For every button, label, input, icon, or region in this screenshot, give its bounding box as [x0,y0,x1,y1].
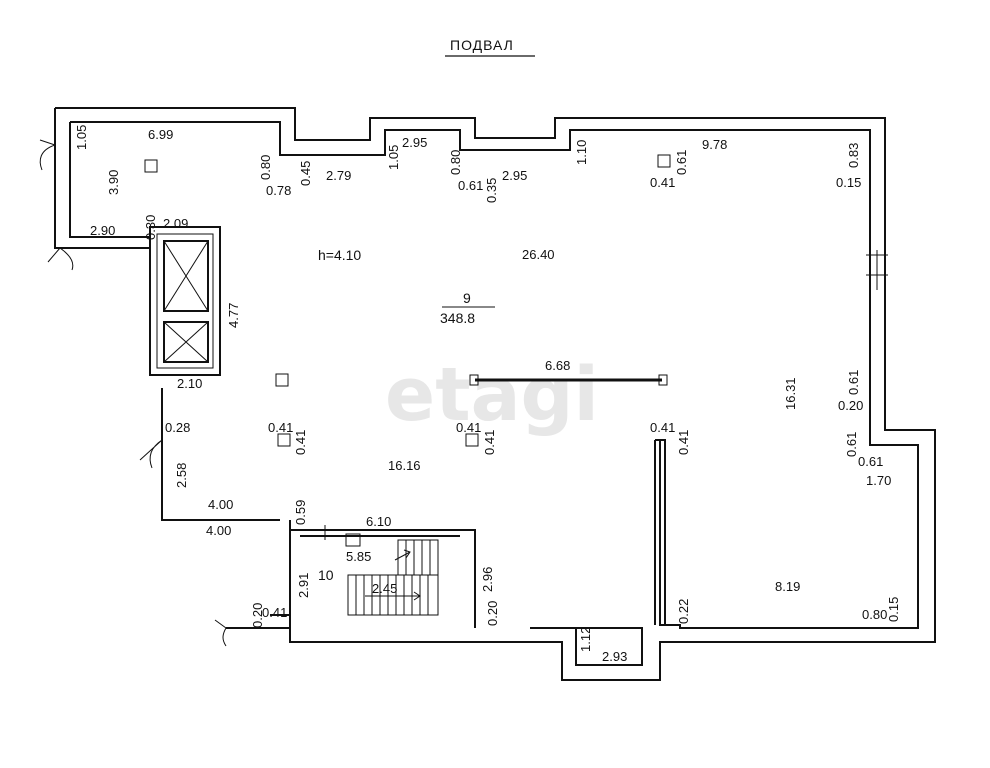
dim-26-40: 26.40 [522,247,555,262]
dim-0-41a: 0.41 [650,175,675,190]
dim-2-91: 2.91 [296,573,311,598]
dim-2-96: 2.96 [480,567,495,592]
stair-arrow-upper [394,549,411,561]
dim-0-80b: 0.80 [448,150,463,175]
dim-2-93: 2.93 [602,649,627,664]
dim-0-45: 0.45 [298,161,313,186]
elevator-cab-2-cross [163,321,209,363]
stair-small-box [345,533,361,547]
dim-0-41h: 0.41 [262,605,287,620]
dim-2-79: 2.79 [326,168,351,183]
door-mid-left [47,247,74,271]
dim-0-41d: 0.41 [456,420,481,435]
window-right [866,250,888,290]
dim-4-00b: 4.00 [206,523,231,538]
elevator-cab-1 [163,240,209,312]
dim-0-83: 0.83 [846,143,861,168]
dim-0-15b: 0.15 [886,597,901,622]
dim-0-59: 0.59 [293,500,308,525]
bottom-left-notch [270,614,291,628]
room-height: h=4.10 [318,247,361,263]
dim-4-00a: 4.00 [208,497,233,512]
watermark: etagi [385,352,599,438]
dim-2-45: 2.45 [372,581,397,596]
room-10-number: 10 [318,567,334,583]
partition-end-right [658,374,668,386]
plan-title: ПОДВАЛ [450,37,514,53]
dim-2-90: 2.90 [90,223,115,238]
dim-0-22: 0.22 [676,599,691,624]
dim-1-70: 1.70 [866,473,891,488]
column-2 [657,154,671,168]
dim-0-20c: 0.20 [485,601,500,626]
dim-0-28: 0.28 [165,420,190,435]
partition-end-left [469,374,479,386]
dim-16-31: 16.31 [783,377,798,410]
dim-6-99: 6.99 [148,127,173,142]
dim-0-41b: 0.41 [268,420,293,435]
dim-0-20b: 0.20 [250,603,265,628]
dim-2-95a: 2.95 [402,135,427,150]
elevator-cab-2 [163,321,209,363]
dim-0-80a: 0.80 [258,155,273,180]
stair-room-wall [289,520,476,628]
dim-2-95b: 2.95 [502,168,527,183]
inner-wall [69,121,919,666]
dim-8-19: 8.19 [775,579,800,594]
dim-0-20a: 0.20 [838,398,863,413]
dim-0-61b: 0.61 [674,150,689,175]
dim-2-58: 2.58 [174,463,189,488]
dim-3-90: 3.90 [106,170,121,195]
dim-0-30: 0.30 [143,215,158,240]
dim-2-10: 2.10 [177,376,202,391]
room-9-number: 9 [463,290,471,306]
dim-16-16: 16.16 [388,458,421,473]
dim-0-35: 0.35 [484,178,499,203]
stair-arrow [365,591,421,601]
elevator-cab-1-cross [163,240,209,312]
stair-flight-upper [397,539,439,576]
column-4 [277,433,291,447]
door-lower-left [139,439,163,469]
column-5 [465,433,479,447]
stair-flight-lower [347,574,439,616]
door-bottom-left [214,619,227,647]
room-9-area: 348.8 [440,310,475,326]
column-1 [144,159,158,173]
dim-0-80c: 0.80 [862,607,887,622]
dim-9-78: 9.78 [702,137,727,152]
dim-2-09: 2.09 [163,216,188,231]
dim-1-12: 1.12 [578,627,593,652]
elevator-inner [156,233,214,369]
dim-0-41c: 0.41 [293,430,308,455]
dim-5-85: 5.85 [346,549,371,564]
dim-0-41f: 0.41 [650,420,675,435]
dim-0-41e: 0.41 [482,430,497,455]
dim-1-05b: 1.05 [386,145,401,170]
dim-0-61d: 0.61 [844,432,859,457]
dim-4-77: 4.77 [226,303,241,328]
dim-0-41g: 0.41 [676,430,691,455]
dim-0-61a: 0.61 [458,178,483,193]
column-3 [275,373,289,387]
outer-wall [54,107,936,681]
dim-0-78: 0.78 [266,183,291,198]
dim-1-10: 1.10 [574,140,589,165]
door-top-left [39,139,56,171]
dim-1-05: 1.05 [74,125,89,150]
elevator-shaft [149,226,221,376]
dim-0-61c: 0.61 [846,370,861,395]
dim-6-10: 6.10 [366,514,391,529]
dim-6-68: 6.68 [545,358,570,373]
dim-0-61e: 0.61 [858,454,883,469]
dim-0-15a: 0.15 [836,175,861,190]
interior-pier [654,439,666,625]
